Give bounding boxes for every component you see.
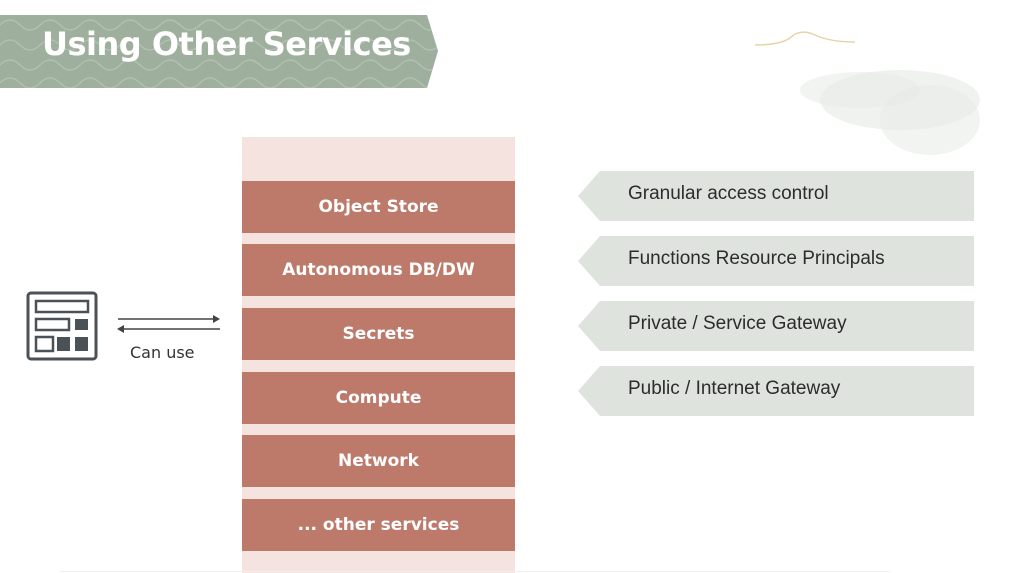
banner-pattern [0,19,438,88]
feature-service-gateway[interactable]: Private / Service Gateway [578,301,974,351]
service-object-store[interactable]: Object Store [242,181,515,233]
relation-label: Can use [130,343,195,362]
feature-label: Private / Service Gateway [628,313,847,334]
page-title: Using Other Services [42,25,411,63]
service-label: ... other services [297,515,460,535]
feature-label: Public / Internet Gateway [628,378,841,399]
feature-internet-gateway[interactable]: Public / Internet Gateway [578,366,974,416]
feature-granular-access[interactable]: Granular access control [578,171,974,221]
service-network[interactable]: Network [242,435,515,487]
dashboard-icon [26,291,98,361]
feature-label: Functions Resource Principals [628,248,885,269]
feature-resource-principals[interactable]: Functions Resource Principals [578,236,974,286]
service-label: Network [338,451,419,471]
service-compute[interactable]: Compute [242,372,515,424]
feature-label: Granular access control [628,183,829,204]
service-label: Autonomous DB/DW [282,260,475,280]
service-label: Object Store [318,197,439,217]
service-secrets[interactable]: Secrets [242,308,515,360]
bidirectional-arrows-icon [117,315,220,333]
service-other[interactable]: ... other services [242,499,515,551]
service-autonomous-db[interactable]: Autonomous DB/DW [242,244,515,296]
service-label: Compute [335,388,422,408]
divider [60,571,890,572]
decorative-pattern [754,31,980,155]
service-label: Secrets [342,324,415,344]
title-banner [0,15,438,88]
